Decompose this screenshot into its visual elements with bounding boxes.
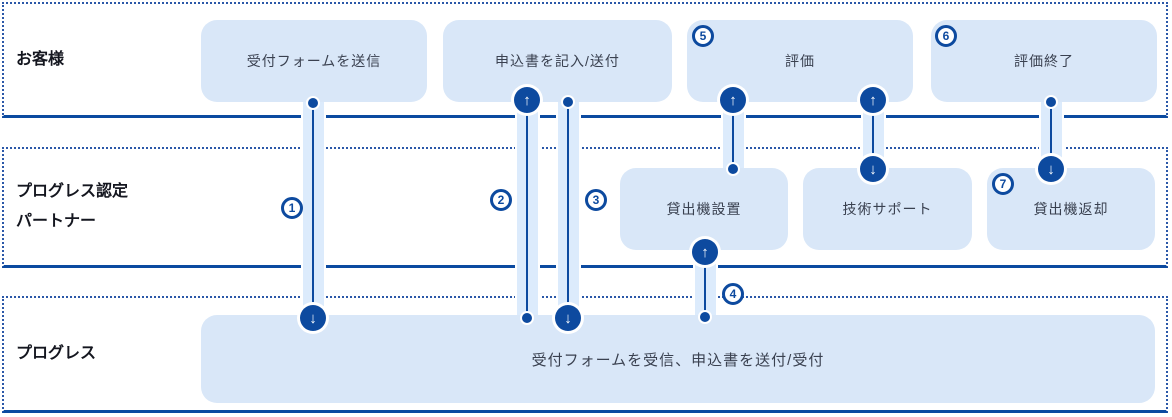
connector-1-start-dot: [306, 96, 320, 110]
step-number-6: 6: [935, 25, 957, 47]
connector-1-arrow-badge: ↓: [297, 302, 329, 334]
step-number-3-text: 3: [592, 193, 600, 207]
step-label-send-form: 受付フォームを送信: [246, 53, 382, 69]
step-label-tech-support: 技術サポート: [842, 201, 933, 217]
step-box-evaluation-end: 評価終了: [931, 20, 1157, 102]
step-number-7-text: 7: [999, 177, 1007, 191]
step-label-receive-form: 受付フォームを受信、申込書を送付/受付: [531, 351, 825, 369]
step-box-return-loaner: 貸出機返却: [987, 168, 1155, 250]
step-number-1-text: 1: [288, 201, 296, 215]
step-label-evaluation-end: 評価終了: [1014, 53, 1074, 69]
connector-7-arrow-badge: ↓: [1035, 153, 1067, 185]
lane-label-partner-line1: プログレス認定: [16, 183, 129, 200]
connector-3-line: [567, 102, 569, 318]
step-label-evaluation: 評価: [785, 53, 815, 69]
lane-customer: [2, 2, 1168, 118]
arrow-up-icon: ↑: [692, 239, 718, 265]
step-number-6-text: 6: [942, 29, 950, 43]
step-number-2: 2: [490, 189, 512, 211]
connector-6-arrow-badge-bottom: ↓: [857, 153, 889, 185]
arrow-down-icon: ↓: [1038, 156, 1064, 182]
connector-5-arrow-badge: ↑: [717, 84, 749, 116]
step-number-3: 3: [585, 189, 607, 211]
connector-1-line: [312, 103, 314, 318]
connector-3-arrow-badge: ↓: [552, 302, 584, 334]
step-box-send-form: 受付フォームを送信: [201, 20, 427, 102]
lane-label-partner-line2: パートナー: [16, 213, 97, 230]
connector-6-line: [872, 100, 874, 169]
connector-2-arrow-badge: ↑: [511, 84, 543, 116]
arrow-down-icon: ↓: [555, 305, 581, 331]
connector-3-start-dot: [561, 95, 575, 109]
connector-2-end-dot: [520, 311, 534, 325]
lane-label-customer-text: お客様: [16, 51, 65, 68]
connector-4-arrow-badge: ↑: [689, 236, 721, 268]
arrow-up-icon: ↑: [860, 87, 886, 113]
step-number-5-text: 5: [699, 29, 707, 43]
step-number-2-text: 2: [497, 193, 505, 207]
connector-4-line: [704, 252, 706, 317]
step-label-fill-application: 申込書を記入/送付: [495, 53, 620, 69]
step-box-fill-application: 申込書を記入/送付: [443, 20, 672, 102]
arrow-up-icon: ↑: [720, 87, 746, 113]
arrow-up-icon: ↑: [514, 87, 540, 113]
step-number-1: 1: [281, 197, 303, 219]
lane-label-partner: プログレス認定 パートナー: [16, 177, 128, 237]
connector-7-start-dot: [1044, 95, 1058, 109]
step-label-install-loaner: 貸出機設置: [666, 201, 742, 217]
step-number-4-text: 4: [729, 287, 737, 301]
lane-partner: [2, 147, 1168, 268]
step-box-tech-support: 技術サポート: [803, 168, 972, 250]
connector-5-end-dot: [726, 162, 740, 176]
step-label-return-loaner: 貸出機返却: [1033, 201, 1109, 217]
connector-4-end-dot: [698, 310, 712, 324]
step-number-5: 5: [692, 25, 714, 47]
connector-5-line: [732, 100, 734, 169]
lane-label-progress: プログレス: [16, 339, 96, 369]
connector-7-line: [1050, 102, 1052, 169]
arrow-down-icon: ↓: [860, 156, 886, 182]
connector-6-arrow-badge-top: ↑: [857, 84, 889, 116]
step-box-receive-form: 受付フォームを受信、申込書を送付/受付: [201, 315, 1155, 403]
arrow-down-icon: ↓: [300, 305, 326, 331]
lane-progress: [2, 296, 1168, 413]
connector-2-line: [526, 100, 528, 318]
lane-label-progress-text: プログレス: [16, 345, 97, 362]
step-number-7: 7: [992, 173, 1014, 195]
step-number-4: 4: [722, 283, 744, 305]
lane-label-customer: お客様: [16, 45, 64, 75]
